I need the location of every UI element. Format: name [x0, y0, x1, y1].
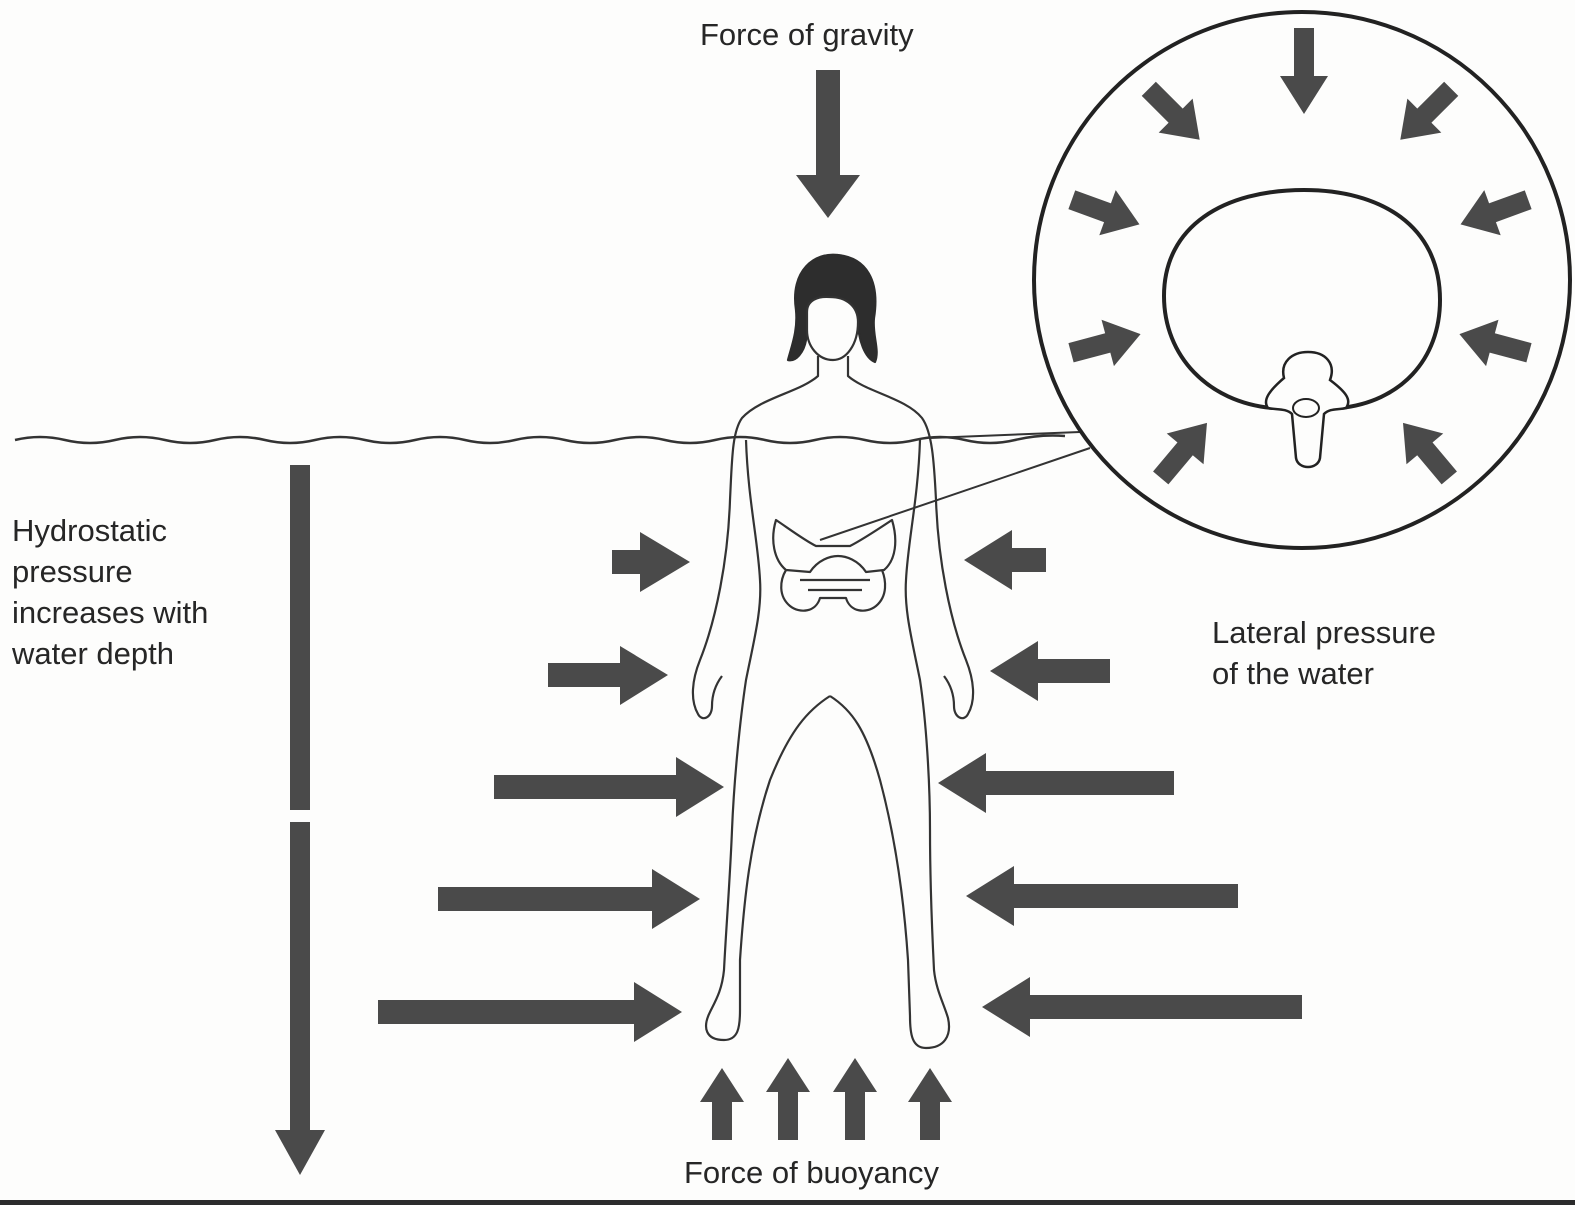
arrow-up-icon [908, 1068, 952, 1140]
gravity-arrow-icon [796, 70, 860, 218]
pelvis-icon [773, 520, 895, 611]
arrow-up-icon [833, 1058, 877, 1140]
human-figure-icon [693, 255, 973, 1048]
arrow-up-icon [700, 1068, 744, 1140]
arrow-left-icon [938, 753, 1174, 813]
water-surface-line [15, 436, 1065, 444]
arrow-right-icon [378, 982, 682, 1042]
arrow-left-icon [966, 866, 1238, 926]
arrow-up-icon [766, 1058, 810, 1140]
pointer-line [820, 448, 1090, 540]
floor-line [0, 1200, 1575, 1205]
label-lateral-pressure: Lateral pressure of the water [1212, 612, 1436, 694]
depth-arrow-icon [275, 465, 325, 1175]
arrow-left-icon [990, 641, 1110, 701]
arrow-right-icon [548, 646, 668, 705]
arrow-left-icon [964, 530, 1046, 590]
magnified-inset [1034, 12, 1570, 548]
arrow-right-icon [612, 532, 690, 592]
label-force-of-buoyancy: Force of buoyancy [684, 1152, 939, 1193]
buoyancy-arrows [700, 1058, 952, 1140]
lateral-arrows-left [378, 532, 724, 1042]
lateral-arrows-right [938, 530, 1302, 1037]
label-hydrostatic-pressure: Hydrostatic pressure increases with wate… [12, 510, 208, 674]
arrow-left-icon [982, 977, 1302, 1037]
arrow-right-icon [438, 869, 700, 929]
label-force-of-gravity: Force of gravity [700, 14, 914, 55]
arrow-right-icon [494, 757, 724, 817]
